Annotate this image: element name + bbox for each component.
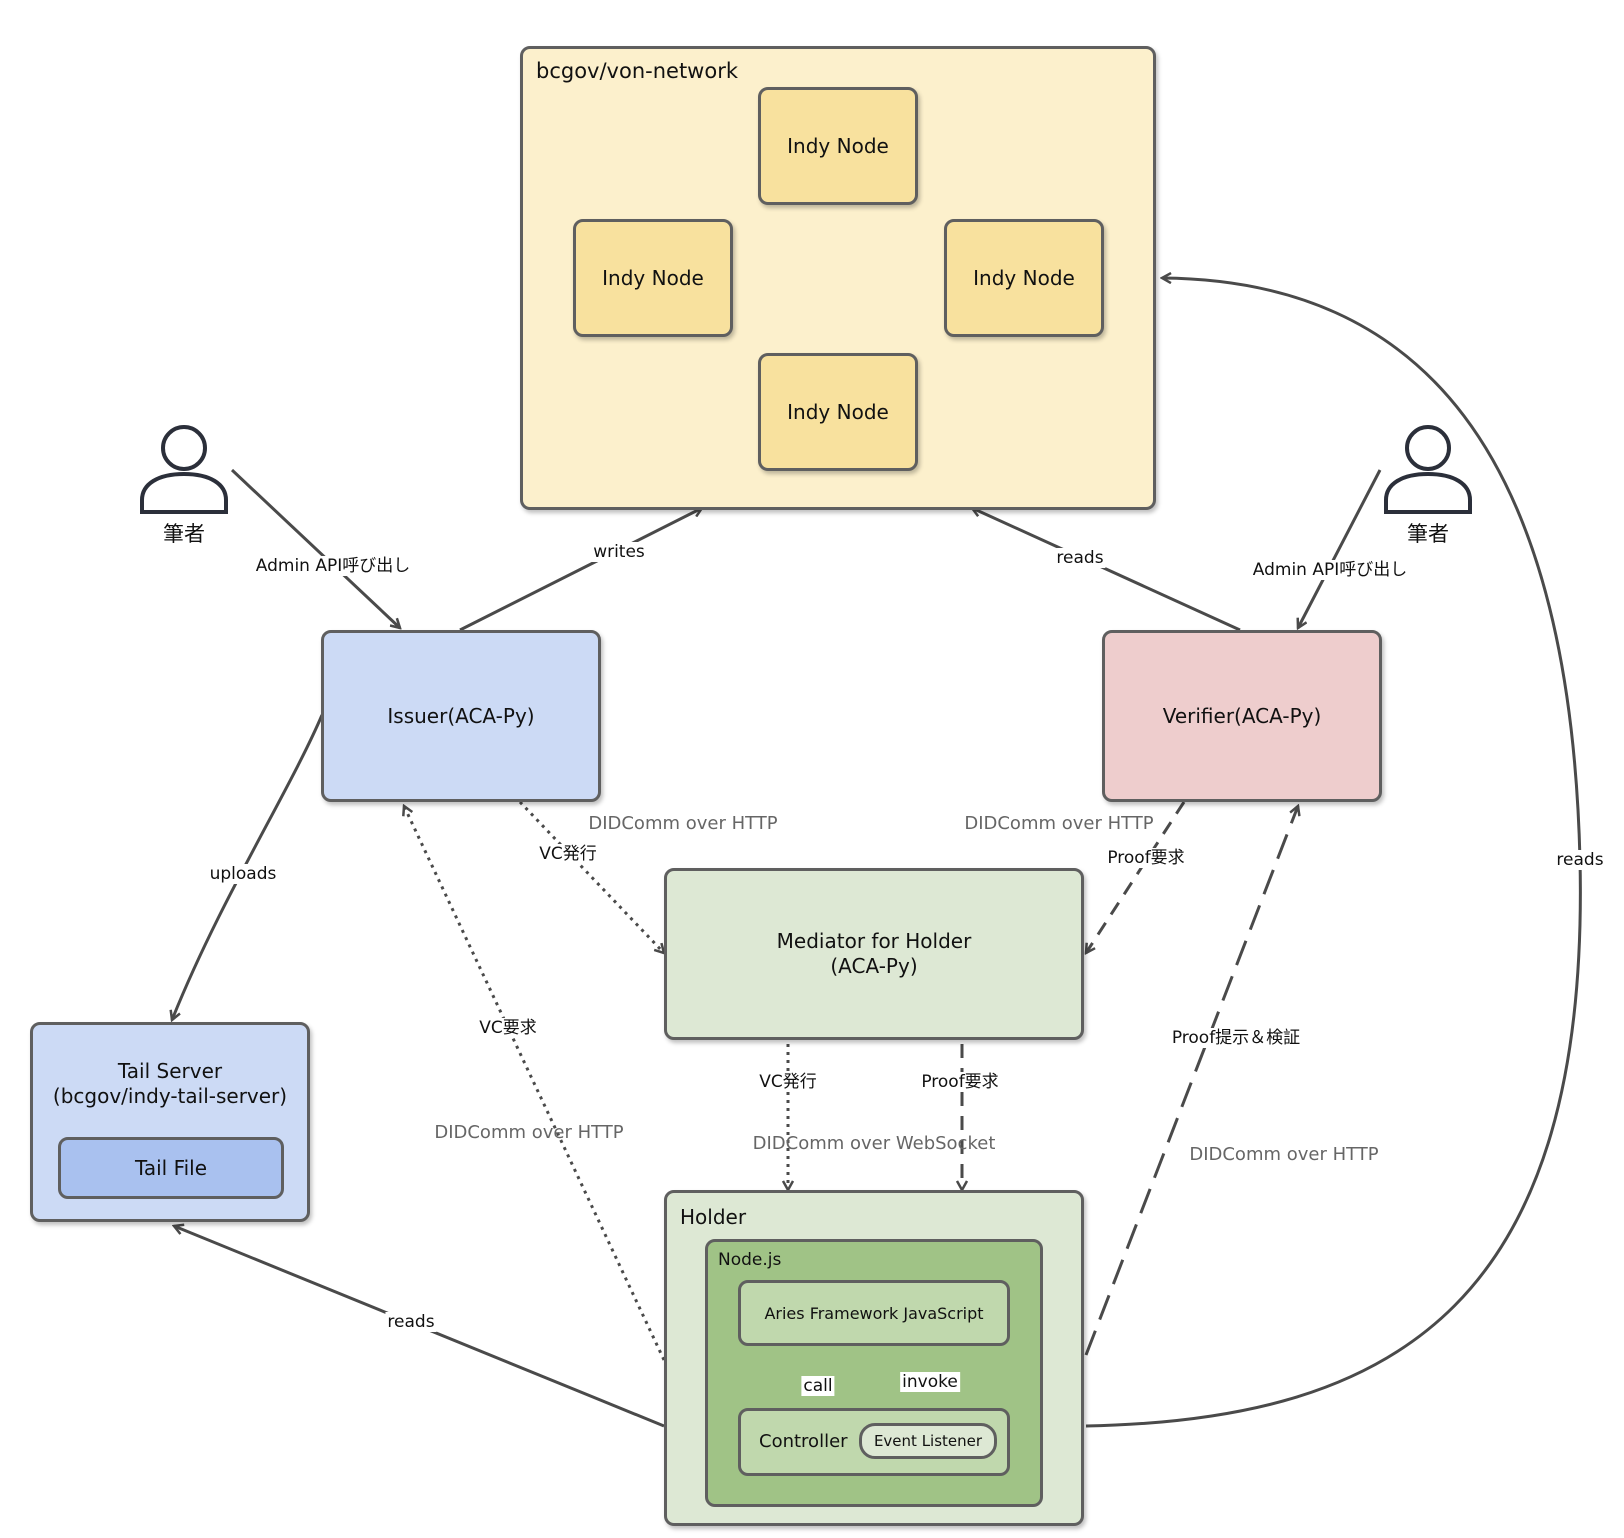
proof-present-edge (1084, 806, 1298, 1356)
actor-left (138, 424, 230, 514)
edge-label-proof-present: Proof提示＆検証 (1169, 1028, 1303, 1048)
edge-label-proof-request-1: Proof要求 (1105, 848, 1187, 868)
edge-label-reads-tail: reads (385, 1312, 437, 1332)
controller-label: Controller (759, 1431, 848, 1452)
edge-label-admin-api-left: Admin API呼び出し (253, 556, 413, 576)
person-icon (140, 425, 228, 514)
issuer-node: Issuer(ACA-Py) (321, 630, 601, 802)
edge-label-vc-request: VC要求 (477, 1018, 539, 1038)
von-network-title: bcgov/von-network (536, 59, 739, 83)
nodejs-title: Node.js (718, 1250, 782, 1270)
writes-edge (459, 508, 702, 632)
edge-label-uploads: uploads (207, 864, 279, 884)
reads-verifier-edge (972, 508, 1241, 632)
person-icon (1384, 425, 1472, 514)
edge-label-invoke: invoke (900, 1372, 960, 1392)
proof-request-edge-1 (1086, 801, 1186, 953)
afj-node: Aries Framework JavaScript (738, 1280, 1010, 1346)
edge-label-vc-issue-2: VC発行 (757, 1072, 819, 1092)
edge-label-reads-ledger: reads (1554, 850, 1606, 870)
uploads-edge (172, 714, 324, 1020)
actor-left-label: 筆者 (163, 522, 205, 546)
tail-server-label: Tail Server (bcgov/indy-tail-server) (52, 1059, 288, 1108)
admin-api-edge-left (230, 468, 400, 628)
holder-container: Holder Node.js Aries Framework JavaScrip… (664, 1190, 1084, 1526)
indy-node-right: Indy Node (944, 219, 1104, 337)
protocol-label-verifier-mediator: DIDComm over HTTP (964, 813, 1154, 834)
protocol-label-issuer-mediator: DIDComm over HTTP (588, 813, 778, 834)
protocol-label-holder-issuer: DIDComm over HTTP (434, 1122, 624, 1143)
edge-label-proof-request-2: Proof要求 (919, 1072, 1001, 1092)
actor-right-label: 筆者 (1407, 522, 1449, 546)
vc-issue-edge-1 (518, 800, 664, 953)
actor-right (1382, 424, 1474, 514)
verifier-node: Verifier(ACA-Py) (1102, 630, 1382, 802)
mediator-node: Mediator for Holder (ACA-Py) (664, 868, 1084, 1040)
tail-server-node: Tail Server (bcgov/indy-tail-server) Tai… (30, 1022, 310, 1222)
admin-api-edge-right (1298, 469, 1382, 628)
edge-label-admin-api-right: Admin API呼び出し (1250, 560, 1410, 580)
protocol-label-holder-verifier: DIDComm over HTTP (1189, 1144, 1379, 1165)
edge-label-call: call (801, 1376, 835, 1396)
indy-node-bottom: Indy Node (758, 353, 918, 471)
edge-label-reads-verifier: reads (1054, 548, 1106, 568)
edge-label-writes: writes (591, 542, 647, 562)
edge-label-vc-issue-1: VC発行 (537, 844, 599, 864)
holder-title: Holder (680, 1205, 747, 1229)
event-listener-node: Event Listener (859, 1423, 997, 1459)
vc-request-edge (404, 806, 666, 1361)
indy-node-top: Indy Node (758, 87, 918, 205)
protocol-label-mediator-holder: DIDComm over WebSocket (752, 1133, 996, 1154)
controller-node: Controller Event Listener (738, 1408, 1010, 1476)
indy-node-left: Indy Node (573, 219, 733, 337)
tail-file-node: Tail File (58, 1137, 284, 1199)
nodejs-container: Node.js Aries Framework JavaScript Contr… (705, 1239, 1043, 1507)
